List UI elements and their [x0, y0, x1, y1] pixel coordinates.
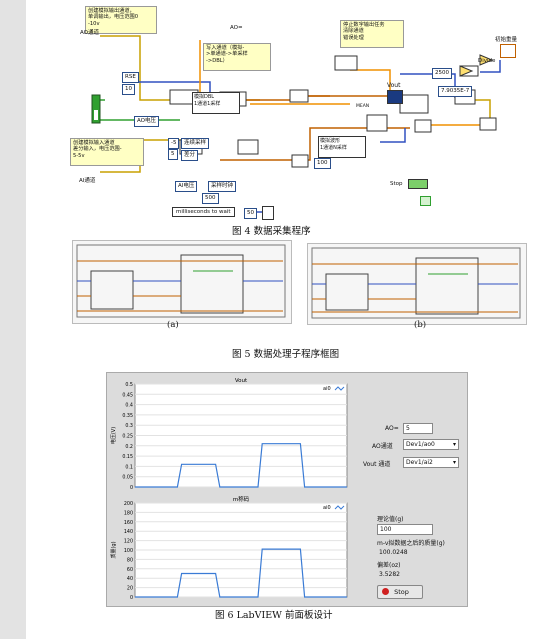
- deviation-label: 偏差(oz): [377, 562, 401, 569]
- label-vout: Vout: [387, 82, 401, 89]
- chart-0-title: Vout: [235, 378, 248, 384]
- fig5b-diagram: [311, 247, 521, 319]
- chart-0-ytick: 0.1: [125, 464, 133, 470]
- sim-wave-selector[interactable]: 模拟波形 1通道N采样: [318, 136, 366, 158]
- ao-voltage-selector[interactable]: AO电压: [134, 116, 159, 127]
- note-ai-channel: 创建模拟输入通道 差分输入，电压范围- 5-5v: [70, 138, 144, 166]
- fig4-caption: 图 4 数据采集程序: [232, 226, 311, 237]
- chart-0-ytick: 0.45: [122, 392, 133, 398]
- measured-value: 100.0248: [379, 549, 408, 556]
- label-ao-channel: AO通道: [80, 30, 99, 36]
- max-voltage-constant[interactable]: 5: [168, 149, 178, 160]
- label-ao-eq: AO=: [230, 25, 243, 31]
- chevron-down-icon: ▾: [452, 441, 456, 448]
- chart-0-ytick: 0.25: [122, 434, 133, 440]
- ao-label: AO=: [385, 425, 399, 432]
- range-10-control[interactable]: 10: [122, 84, 135, 95]
- ao-channel-value: Dev1/ao0: [406, 441, 435, 448]
- ai-voltage-selector[interactable]: AI电压: [175, 181, 198, 192]
- chart-1-ytick: 180: [124, 510, 133, 516]
- loop-condition: [420, 196, 431, 206]
- chart-1-legend: ai0: [323, 505, 331, 511]
- chart-0-ytick: 0.35: [122, 413, 133, 419]
- const-k[interactable]: 7.9035E-7: [438, 86, 473, 97]
- initial-weight-indicator: [500, 44, 516, 58]
- chart-0-ylabel: 电压(V): [110, 427, 117, 444]
- note-write-channel: 写入通道（模拟- >单通道->单采样 ->DBL）: [203, 43, 271, 71]
- rate-500-constant[interactable]: 500: [202, 193, 219, 204]
- vout-indicator: [387, 90, 403, 104]
- chart-1-legend-swatch: [334, 505, 345, 510]
- fig5-panel-b: [307, 243, 527, 325]
- fig5-panel-a: [72, 240, 292, 324]
- stop-button[interactable]: Stop: [377, 585, 423, 599]
- ao-channel-select[interactable]: Dev1/ao0 ▾: [403, 439, 459, 450]
- chart-1-series-line: [135, 548, 347, 598]
- stop-button-label: Stop: [394, 588, 409, 596]
- chart-0-ytick: 0.3: [125, 423, 133, 429]
- differential-selector[interactable]: 差分: [181, 150, 199, 161]
- chart-1-ytick: 80: [127, 557, 133, 563]
- chart-1-ytick: 100: [124, 548, 133, 554]
- chart-1-ytick: 40: [127, 576, 133, 582]
- wait-label-box: milliseconds to wait: [172, 207, 235, 217]
- chart-0-legend-swatch: [334, 386, 345, 391]
- deviation-value: 3.5282: [379, 571, 400, 578]
- ao-input[interactable]: 5: [403, 423, 433, 434]
- stop-icon: [382, 588, 389, 595]
- chart-1-ytick: 60: [127, 567, 133, 573]
- note-ao-channel: 创建模拟输出通道， 单调输出，电压范围0 -10v: [85, 6, 157, 34]
- vout-channel-label: Vout 通道: [363, 461, 391, 468]
- chart-1-ytick: 160: [124, 520, 133, 526]
- label-ai-channel: AI通道: [79, 178, 96, 184]
- min-voltage-constant[interactable]: -5: [168, 138, 180, 149]
- block-diagram: 创建模拟输出通道， 单调输出，电压范围0 -10v 创建模拟输入通道 差分输入，…: [60, 0, 530, 222]
- chart-1-ytick: 20: [127, 586, 133, 592]
- chart-1-ylabel: 质量(g): [110, 541, 117, 558]
- theory-input[interactable]: 100: [377, 524, 433, 535]
- rse-control[interactable]: RSE: [122, 72, 139, 83]
- measured-label: m-v拟数据之后的质量(g): [377, 540, 445, 547]
- stop-terminal[interactable]: [408, 179, 428, 189]
- chart-1-ytick: 120: [124, 539, 133, 545]
- vout-channel-select[interactable]: Dev1/ai2 ▾: [403, 457, 459, 468]
- left-margin-strip: [0, 0, 26, 639]
- chart-0-series-line: [135, 443, 347, 488]
- label-divide: Divide: [478, 58, 496, 64]
- chart-0-ytick: 0.15: [122, 454, 133, 460]
- const-2500[interactable]: 2500: [432, 68, 452, 79]
- chevron-down-icon: ▾: [452, 459, 456, 466]
- wait-ms-constant[interactable]: 50: [244, 208, 257, 219]
- chart-0-ytick: 0.4: [125, 403, 133, 409]
- fig5-label-a: (a): [167, 320, 179, 330]
- label-mean: MEAN: [356, 104, 370, 109]
- label-stop: Stop: [390, 181, 403, 187]
- wait-timer-icon: [262, 206, 274, 220]
- fig5-label-b: (b): [414, 320, 427, 330]
- chart-1-title: m称码: [233, 495, 250, 503]
- chart-0-ytick: 0: [130, 485, 133, 491]
- samples-100-constant[interactable]: 100: [314, 158, 331, 169]
- front-panel-charts: Vout ai0 电压(V) 0.5 0.45 0.4 0.35 0.3 0.25 0.2 0.15…: [110, 378, 348, 601]
- ao-channel-label: AO通道: [372, 443, 393, 450]
- theory-label: 理论值(g): [377, 516, 404, 523]
- continuous-sampling-selector[interactable]: 连续采样: [181, 138, 210, 149]
- chart-0-ytick: 0.2: [125, 444, 133, 450]
- label-initial-weight: 初始重量: [495, 37, 518, 43]
- chart-1-ytick: 0: [130, 595, 133, 601]
- sim-dbl-selector[interactable]: 模拟DBL 1通道1采样: [192, 92, 240, 114]
- chart-0-ytick: 0.05: [122, 475, 133, 481]
- fig5a-diagram: [76, 244, 286, 318]
- sample-clock-selector[interactable]: 采样时钟: [208, 181, 237, 192]
- fig6-caption: 图 6 LabVIEW 前面板设计: [215, 610, 333, 621]
- fig5-caption: 图 5 数据处理子程序框图: [232, 349, 340, 360]
- chart-0-legend: ai0: [323, 386, 331, 392]
- note-stop-task: 停止数字输出任务 清除通道 错误处理: [340, 20, 404, 48]
- chart-1-ytick: 140: [124, 529, 133, 535]
- chart-0-ytick: 0.5: [125, 382, 133, 388]
- chart-1-ytick: 200: [124, 501, 133, 507]
- vout-channel-value: Dev1/ai2: [406, 459, 433, 466]
